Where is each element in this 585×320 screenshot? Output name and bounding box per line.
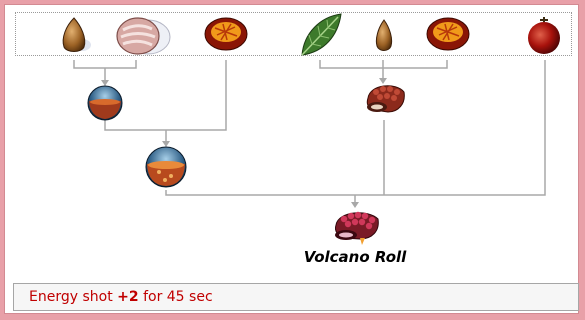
result-name: Volcano Roll	[303, 248, 407, 266]
pine-nut-icon	[375, 19, 393, 51]
spicy-sauce-icon	[426, 17, 470, 51]
effect-suffix: for 45 sec	[143, 289, 213, 305]
spicy-sauce-icon	[204, 17, 248, 51]
spicy-broth-bowl-icon	[145, 146, 187, 188]
pine-nut-icon	[62, 17, 91, 52]
volcano-roll-icon	[335, 211, 379, 245]
basil-leaf-icon	[301, 13, 342, 56]
effect-prefix: Energy shot	[29, 289, 113, 305]
effect-value: +2	[117, 289, 139, 305]
ingredients-row	[15, 12, 572, 56]
fish-fillet-icon	[116, 17, 171, 55]
effect-box: Energy shot +2 for 45 sec	[13, 283, 579, 311]
seafood-roll-icon	[366, 85, 405, 113]
sauce-bowl-icon	[87, 85, 123, 121]
red-fruit-icon	[528, 17, 560, 54]
